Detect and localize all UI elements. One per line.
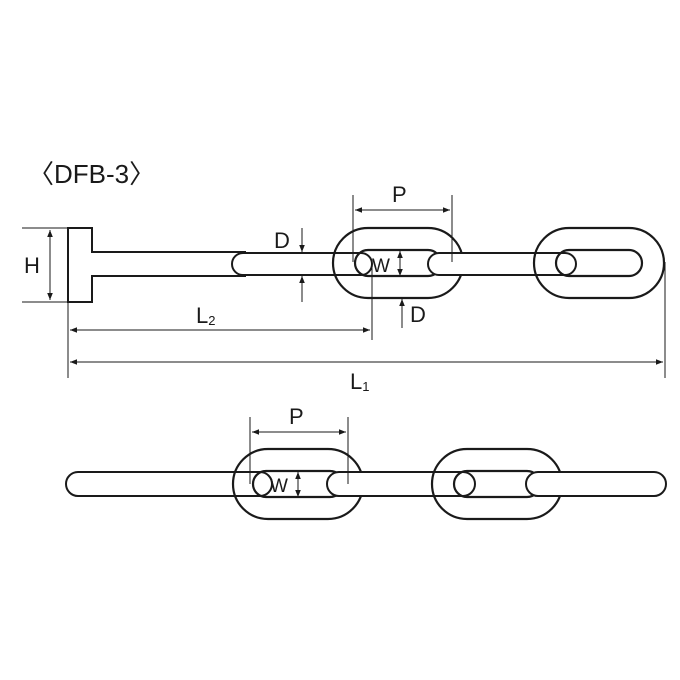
top-chain xyxy=(67,226,666,303)
dim-width-bottom: W xyxy=(270,472,301,497)
bottom-chain-link-5 xyxy=(525,471,667,497)
label-l2: L2 xyxy=(196,303,215,328)
chain-link-3 xyxy=(532,226,666,300)
label-w-top: W xyxy=(372,256,390,277)
label-p-top: P xyxy=(392,182,407,207)
label-d-bottom: D xyxy=(410,302,426,327)
label-w-bottom: W xyxy=(270,476,288,497)
dim-length2: L2 xyxy=(67,266,373,378)
t-bar-rod xyxy=(231,252,373,276)
dim-length1: L1 xyxy=(70,262,666,394)
t-bar-head xyxy=(67,227,246,303)
bottom-chain-link-3 xyxy=(326,471,476,497)
chain-link-2 xyxy=(427,252,577,276)
label-p-bottom: P xyxy=(289,404,304,429)
dim-height: H xyxy=(22,227,68,303)
dim-pitch-top: P xyxy=(352,182,453,262)
dim-width-top: W xyxy=(372,251,403,277)
label-d-top: D xyxy=(274,228,290,253)
dim-wire-dia-top: D xyxy=(274,228,340,302)
label-h: H xyxy=(24,253,40,278)
label-l1: L1 xyxy=(350,369,369,394)
dim-wire-dia-bottom: D xyxy=(399,299,426,328)
bottom-chain-link-1 xyxy=(65,471,273,497)
chain-link-3-inner xyxy=(554,248,644,278)
bottom-chain xyxy=(65,447,667,521)
dim-pitch-bottom: P xyxy=(249,404,349,484)
diagram-title: 〈DFB-3〉 xyxy=(28,159,155,189)
